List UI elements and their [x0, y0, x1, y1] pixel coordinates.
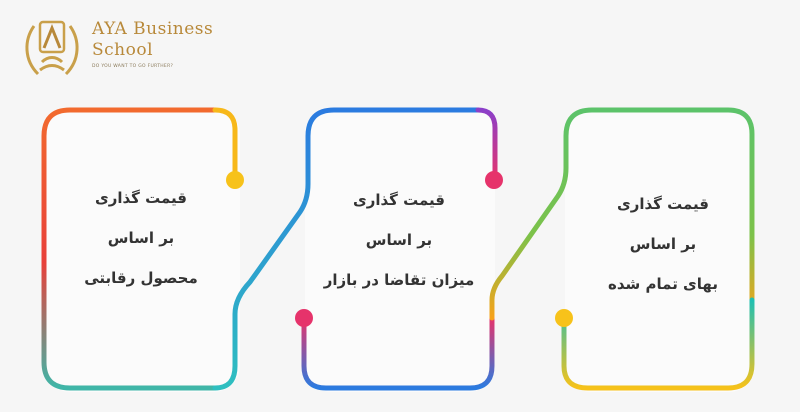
card-2-background — [305, 108, 495, 392]
card-1-background — [44, 108, 240, 392]
card-3-lower-border — [561, 297, 755, 391]
logo: AYA Business School DO YOU WANT TO GO FU… — [20, 16, 213, 82]
card-3-lower-dot — [555, 309, 573, 327]
logo-tagline: DO YOU WANT TO GO FURTHER? — [92, 64, 174, 69]
card-1-line2: بر اساس — [107, 229, 175, 247]
connector-1-2 — [212, 107, 481, 391]
card-3-line3: بهای تمام شده — [608, 275, 718, 293]
card-2-text: قیمت گذاری بر اساس میزان تقاضا در بازار — [304, 180, 494, 300]
card-1-right-border — [212, 107, 238, 183]
card-1-title: قیمت گذاری — [94, 189, 187, 207]
card-3-text: قیمت گذاری بر اساس بهای تمام شده — [568, 184, 758, 304]
connector-2-3 — [489, 107, 755, 321]
card-2-connector-dot — [485, 171, 503, 189]
card-2-line2: بر اساس — [365, 231, 433, 249]
logo-wordmark-line1: AYA Business — [92, 19, 214, 39]
card-3-line2: بر اساس — [629, 235, 697, 253]
card-3-background — [565, 108, 755, 392]
card-2-line3: میزان تقاضا در بازار — [323, 271, 475, 289]
laurel-crest-icon — [25, 20, 79, 76]
card-2-right-border — [475, 107, 498, 183]
card-1-left-border — [41, 107, 218, 391]
card-2-lower-dot — [295, 309, 313, 327]
card-2-title: قیمت گذاری — [352, 191, 445, 209]
card-1-text: قیمت گذاری بر اساس محصول رقابتی — [46, 178, 236, 298]
card-3-title: قیمت گذاری — [616, 195, 709, 213]
card-1-line3: محصول رقابتی — [84, 269, 198, 287]
card-1-connector-dot — [226, 171, 244, 189]
logo-wordmark-line2: School — [92, 40, 154, 60]
card-2-left-lower-border — [301, 315, 495, 391]
